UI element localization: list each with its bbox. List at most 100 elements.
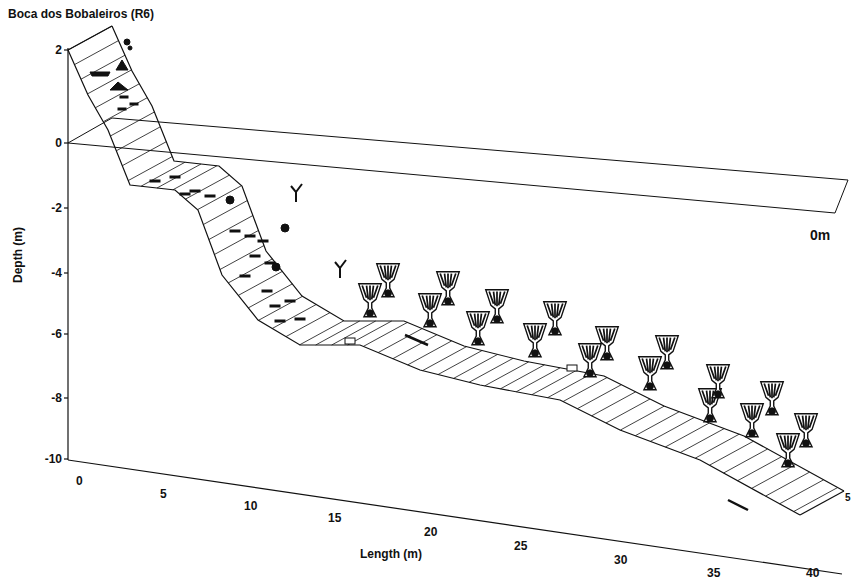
hatch-line bbox=[75, 41, 119, 65]
hatch-line bbox=[724, 449, 768, 473]
algae-mark bbox=[180, 193, 190, 195]
algae-mark bbox=[150, 180, 160, 182]
profile-end bbox=[800, 491, 844, 515]
algae-mark bbox=[275, 320, 285, 322]
hatch-line bbox=[563, 378, 607, 402]
hatch-line bbox=[272, 305, 316, 329]
fish-mark bbox=[405, 335, 428, 345]
tick-label: 5 bbox=[845, 493, 851, 503]
rock-mark bbox=[124, 39, 130, 45]
tick-label: 15 bbox=[328, 512, 341, 524]
urchin-mark bbox=[226, 196, 234, 204]
sponge-symbol bbox=[656, 336, 679, 369]
algae-mark bbox=[262, 290, 272, 292]
algae-mark bbox=[230, 230, 240, 232]
hatch-line bbox=[363, 322, 407, 346]
hatch-line bbox=[408, 341, 452, 365]
hatch-line bbox=[620, 406, 664, 430]
hatch-line bbox=[532, 371, 576, 395]
sponge-symbol bbox=[544, 302, 567, 335]
algae-mark bbox=[285, 300, 295, 302]
sponge-symbol bbox=[377, 264, 400, 297]
algae-mark bbox=[118, 108, 126, 110]
algae-mark bbox=[190, 190, 200, 192]
hatch-line bbox=[423, 347, 467, 371]
hatch-line bbox=[103, 98, 147, 122]
sponge-symbol bbox=[524, 324, 547, 357]
hatch-line bbox=[116, 127, 160, 151]
tick-label: 25 bbox=[514, 540, 527, 552]
hatch-line bbox=[68, 26, 112, 50]
tick-label: 0 bbox=[55, 137, 62, 149]
hatch-line bbox=[577, 385, 621, 409]
hatch-line bbox=[214, 231, 258, 255]
surface-label: 0m bbox=[810, 228, 830, 242]
tick-label: 35 bbox=[707, 567, 720, 579]
profile-end bbox=[68, 26, 112, 50]
hatch-line bbox=[248, 284, 292, 308]
hatch-line bbox=[516, 368, 560, 392]
hatch-line bbox=[501, 365, 545, 389]
sponge-symbol bbox=[579, 344, 602, 377]
rock-mark bbox=[128, 46, 132, 50]
tick-label: 40 bbox=[806, 567, 819, 579]
sponge-symbol bbox=[437, 272, 460, 305]
sponge-symbol bbox=[419, 294, 442, 327]
hatch-line bbox=[220, 246, 264, 270]
fish-mark bbox=[728, 500, 748, 510]
sponge-symbol bbox=[639, 357, 662, 390]
hatch-line bbox=[665, 423, 709, 447]
sponge-symbol bbox=[795, 414, 818, 447]
urchin-mark bbox=[272, 263, 280, 271]
tick-label: 20 bbox=[424, 526, 437, 538]
chart-title: Boca dos Bobaleiros (R6) bbox=[8, 8, 154, 20]
tick-label: 10 bbox=[244, 500, 257, 512]
sponge-symbol bbox=[596, 327, 619, 360]
profile-back-edge bbox=[112, 26, 844, 491]
algae-mark bbox=[270, 305, 280, 307]
hatch-line bbox=[286, 313, 330, 337]
tick-label: -4 bbox=[51, 267, 62, 279]
hatch-line bbox=[752, 464, 796, 488]
tick-label: -6 bbox=[51, 328, 62, 340]
tick-label: 2 bbox=[55, 44, 62, 56]
tick-label: 30 bbox=[614, 554, 627, 566]
axis-title: Length (m) bbox=[360, 548, 422, 560]
sponge-symbol bbox=[486, 290, 509, 323]
tick-label: 0 bbox=[76, 475, 83, 487]
algae-mark bbox=[130, 103, 138, 105]
rock-mark bbox=[116, 60, 128, 70]
algae-mark bbox=[120, 96, 128, 98]
hatch-line bbox=[438, 351, 482, 375]
algae-mark bbox=[258, 240, 268, 242]
rock-mark bbox=[90, 72, 110, 76]
object-mark bbox=[567, 365, 577, 371]
hatch-line bbox=[469, 358, 513, 382]
algae-mark bbox=[170, 176, 180, 178]
hatch-line bbox=[650, 417, 694, 441]
sponge-symbol bbox=[777, 434, 800, 467]
sponge-symbol bbox=[359, 284, 382, 317]
hatch-line bbox=[592, 392, 636, 416]
seaweed-mark bbox=[291, 184, 302, 202]
hatch-line bbox=[259, 296, 303, 320]
hatch-line bbox=[203, 201, 247, 225]
hatch-line bbox=[710, 441, 754, 465]
sponge-symbol bbox=[761, 382, 784, 415]
hatch-line bbox=[794, 488, 838, 512]
profile-front-edge bbox=[68, 50, 800, 515]
hatch-line bbox=[738, 457, 782, 481]
hatch-line bbox=[300, 321, 344, 345]
urchin-mark bbox=[281, 224, 289, 232]
hatch-line bbox=[110, 112, 154, 136]
tick-label: -10 bbox=[45, 453, 62, 465]
hatch-line bbox=[485, 362, 529, 386]
algae-mark bbox=[240, 275, 250, 277]
tick-label: 5 bbox=[160, 488, 167, 500]
tick-label: -8 bbox=[51, 392, 62, 404]
algae-mark bbox=[205, 195, 215, 197]
algae-mark bbox=[250, 255, 260, 257]
algae-mark bbox=[245, 235, 255, 237]
tick-label: -2 bbox=[51, 202, 62, 214]
